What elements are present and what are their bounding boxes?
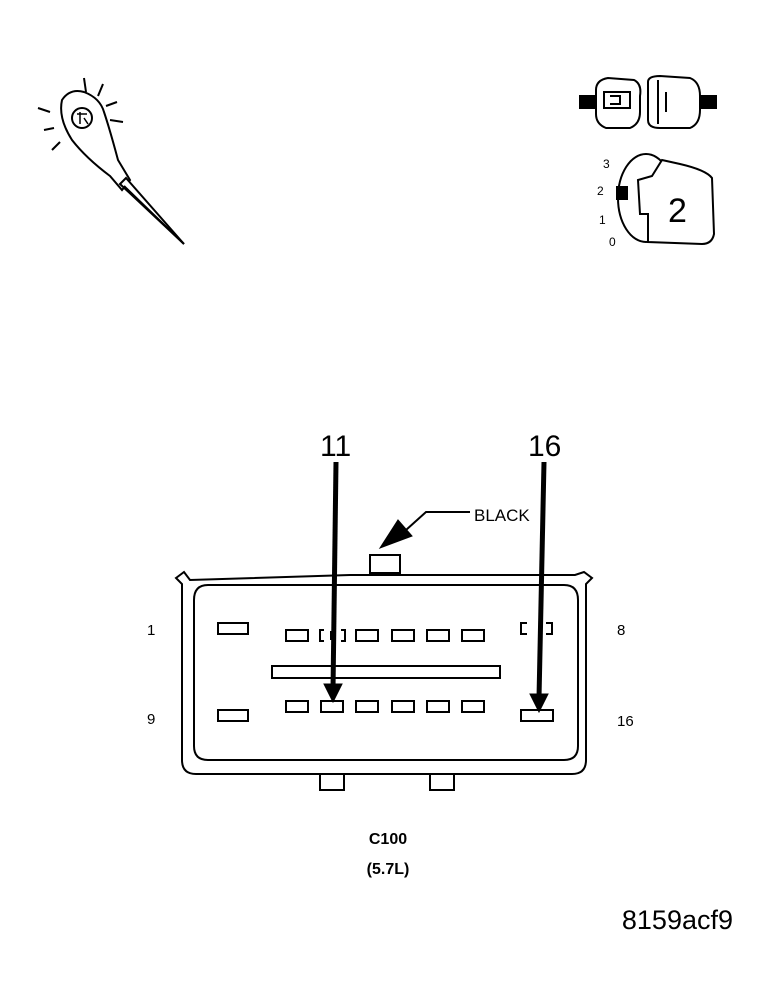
cavity-16	[520, 709, 554, 722]
pin-label-9: 9	[147, 711, 155, 728]
cavity-6	[426, 629, 450, 642]
ignition-key-icon: 3 2 1 0 2	[597, 153, 716, 249]
pin-label-1: 1	[147, 622, 155, 639]
cavity-13	[391, 700, 415, 713]
connector-body	[174, 554, 594, 791]
ignition-position-3: 3	[603, 157, 610, 171]
callout-arrow-pin-16	[529, 461, 549, 714]
cavity-2	[285, 629, 309, 642]
cavity-10	[285, 700, 309, 713]
cavity-3	[319, 629, 346, 642]
cavity-7	[461, 629, 485, 642]
cavity-15	[461, 700, 485, 713]
cavity-4	[355, 629, 379, 642]
callout-pin-11-label: 11	[320, 430, 351, 463]
ignition-position-1: 1	[599, 213, 606, 227]
callout-pin-16-label: 16	[528, 430, 561, 463]
cavity-row-top	[217, 622, 553, 642]
connector-color-label: BLACK	[474, 506, 530, 525]
cavity-11	[320, 700, 344, 713]
pin-label-8: 8	[617, 622, 625, 639]
pin-label-16: 16	[617, 713, 634, 730]
cavity-row-bottom	[217, 700, 554, 722]
cavity-12	[355, 700, 379, 713]
ignition-selected-position: 2	[668, 192, 687, 230]
ignition-position-0: 0	[609, 235, 616, 249]
cavity-5	[391, 629, 415, 642]
color-leader-arrow	[378, 511, 470, 549]
callout-arrow-pin-11	[323, 461, 343, 704]
cavity-14	[426, 700, 450, 713]
cavity-1	[217, 622, 249, 635]
figure-id: 8159acf9	[622, 905, 733, 935]
unplug-connector-icon	[579, 74, 717, 129]
connector-engine: (5.7L)	[367, 861, 410, 878]
cavity-9	[217, 709, 249, 722]
ignition-position-2: 2	[597, 184, 604, 198]
connector-name: C100	[369, 831, 407, 848]
test-probe-icon	[37, 77, 185, 245]
